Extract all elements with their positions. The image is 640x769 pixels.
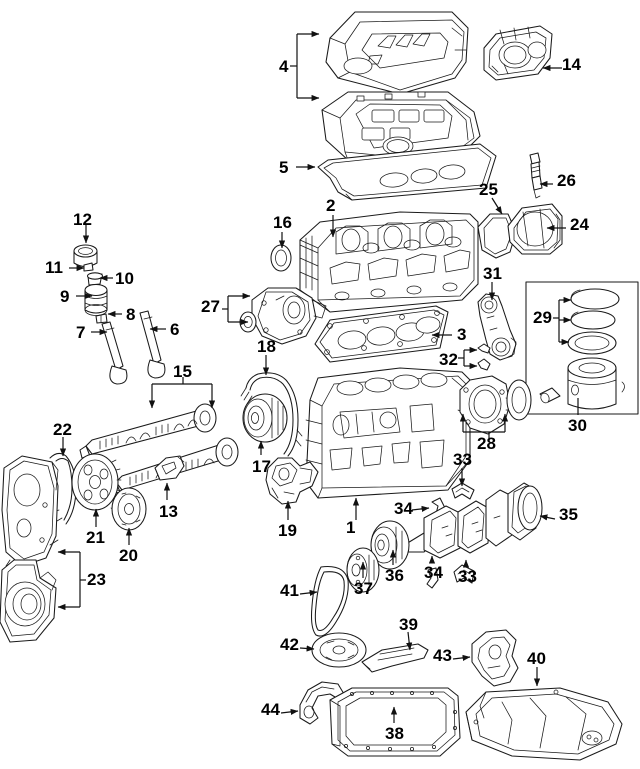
part-camshaft-upper	[79, 403, 217, 459]
part-valve-cover-gasket	[317, 143, 497, 201]
part-connecting-rod	[477, 293, 517, 361]
callout-label-41[interactable]: 41	[280, 581, 299, 600]
callout-label-13[interactable]: 13	[159, 502, 178, 521]
part-idler-pulley	[111, 487, 147, 531]
callout-label-18[interactable]: 18	[257, 337, 276, 356]
part-timing-belt-cover-lower	[0, 559, 57, 643]
callout-label-37[interactable]: 37	[354, 579, 373, 598]
part-intake-valve	[101, 321, 128, 385]
part-cam-sensor-bracket	[154, 455, 185, 481]
callout-label-1[interactable]: 1	[346, 518, 356, 537]
part-rod-bearing-lower	[477, 358, 491, 371]
callout-label-24[interactable]: 24	[570, 215, 589, 234]
part-windage-tray	[465, 687, 623, 761]
callout-label-17[interactable]: 17	[252, 457, 271, 476]
callout-label-27[interactable]: 27	[201, 297, 220, 316]
part-oil-level-sensor	[361, 643, 429, 673]
callout-label-33[interactable]: 33	[453, 450, 472, 469]
part-oil-pump	[265, 457, 319, 505]
part-cylinder-head	[299, 211, 479, 313]
callout-label-43[interactable]: 43	[433, 646, 452, 665]
part-timing-cover-seal	[240, 372, 303, 457]
part-oil-pickup-bracket	[471, 629, 519, 687]
part-cylinder-block	[305, 367, 471, 499]
callout-label-39[interactable]: 39	[399, 615, 418, 634]
callout-label-33-lower[interactable]: 33	[458, 567, 477, 586]
part-balance-shaft-sprocket	[311, 632, 367, 668]
part-rear-main-seal	[506, 379, 532, 421]
callout-label-7[interactable]: 7	[76, 323, 86, 342]
callout-label-32[interactable]: 32	[439, 350, 458, 369]
callout-label-10[interactable]: 10	[115, 269, 134, 288]
part-valve-spring	[84, 283, 108, 316]
callout-label-22[interactable]: 22	[53, 420, 72, 439]
part-oil-pan	[329, 687, 461, 757]
part-crank-timing-pulley	[242, 393, 288, 443]
part-oil-pickup-tube	[299, 681, 345, 725]
callout-label-25[interactable]: 25	[479, 180, 498, 199]
part-valve-lifter	[73, 244, 98, 268]
callout-label-16[interactable]: 16	[273, 213, 292, 232]
part-main-bearing-lower	[453, 564, 475, 584]
callout-label-26[interactable]: 26	[557, 171, 576, 190]
callout-label-42[interactable]: 42	[280, 635, 299, 654]
callout-label-30[interactable]: 30	[568, 416, 587, 435]
callout-label-34[interactable]: 34	[394, 499, 413, 518]
part-valve-keeper-lock	[95, 313, 108, 324]
part-crankshaft	[391, 482, 543, 559]
part-crank-pulley-damper	[370, 520, 410, 570]
callout-label-5[interactable]: 5	[279, 158, 289, 177]
callout-label-6[interactable]: 6	[170, 320, 180, 339]
callout-label-23[interactable]: 23	[87, 570, 106, 589]
callout-label-44[interactable]: 44	[261, 700, 280, 719]
part-engine-appearance-cover	[325, 11, 469, 95]
part-valve-stem-seal	[83, 262, 94, 272]
part-throttle-body	[483, 25, 553, 81]
part-timing-belt-cover-upper	[1, 455, 59, 567]
part-valve-cover	[321, 91, 481, 167]
callout-label-12[interactable]: 12	[73, 210, 92, 229]
part-valve-spring-retainer	[86, 272, 104, 286]
callout-label-19[interactable]: 19	[278, 521, 297, 540]
callout-leaders	[57, 30, 579, 723]
part-head-gasket	[314, 305, 449, 363]
callout-label-14[interactable]: 14	[562, 55, 581, 74]
part-camshaft-timing-gear	[71, 453, 122, 512]
part-thrust-washer-lower	[426, 567, 439, 589]
part-exhaust-valve	[139, 310, 166, 379]
callout-label-2[interactable]: 2	[326, 196, 336, 215]
callout-label-20[interactable]: 20	[119, 546, 138, 565]
callout-label-11[interactable]: 11	[45, 258, 63, 277]
part-spark-plug	[529, 152, 543, 199]
part-intake-manifold-adapter	[507, 203, 563, 255]
part-piston-assembly-box	[525, 281, 639, 415]
part-camshaft-seal	[270, 244, 292, 272]
callout-label-28[interactable]: 28	[477, 434, 496, 453]
part-main-bearing-upper	[451, 482, 475, 500]
part-oil-pump-housing	[251, 287, 327, 345]
callout-label-9[interactable]: 9	[60, 287, 70, 306]
callout-label-35[interactable]: 35	[559, 505, 578, 524]
callout-label-29[interactable]: 29	[533, 308, 552, 327]
callout-label-21[interactable]: 21	[86, 528, 105, 547]
callout-label-38[interactable]: 38	[385, 724, 404, 743]
callout-label-8[interactable]: 8	[126, 305, 136, 324]
callout-label-31[interactable]: 31	[483, 264, 502, 283]
part-rear-main-seal-housing	[459, 375, 515, 435]
callout-label-40[interactable]: 40	[527, 649, 546, 668]
callout-label-34-lower[interactable]: 34	[424, 563, 443, 582]
callout-label-3[interactable]: 3	[457, 325, 467, 344]
callout-label-15[interactable]: 15	[173, 362, 192, 381]
part-rod-bearing-upper	[477, 343, 491, 354]
callout-label-4[interactable]: 4	[279, 57, 289, 76]
part-drive-belt	[310, 566, 349, 637]
callout-label-36[interactable]: 36	[385, 566, 404, 585]
